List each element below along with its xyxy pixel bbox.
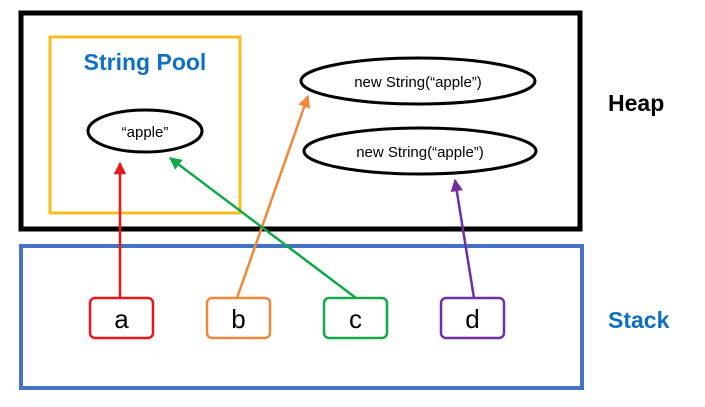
stack-label: Stack bbox=[608, 307, 670, 333]
heap-object-1-node bbox=[299, 56, 537, 106]
stack-var-a-label: a bbox=[114, 304, 129, 334]
stack-var-d-label: d bbox=[465, 304, 479, 334]
pool-literal-label: “apple” bbox=[122, 124, 169, 141]
ref-arrow-c bbox=[169, 157, 357, 299]
pool-literal-node bbox=[86, 108, 204, 154]
stack-var-b-label: b bbox=[231, 304, 245, 334]
heap-object-2-node bbox=[302, 126, 538, 176]
heap-label: Heap bbox=[608, 90, 664, 116]
ref-arrow-b bbox=[235, 94, 311, 299]
string-pool-box bbox=[48, 35, 242, 215]
stack-var-a bbox=[88, 296, 155, 340]
stack-var-c-label: c bbox=[349, 304, 362, 334]
heap-object-2-label: new String(“apple”) bbox=[356, 144, 484, 161]
heap-region bbox=[18, 10, 583, 232]
string-pool-title: String Pool bbox=[84, 49, 207, 75]
heap-object-1-label: new String(“apple”) bbox=[354, 74, 482, 91]
stack-var-c bbox=[322, 296, 389, 340]
stack-var-d bbox=[439, 296, 506, 340]
stack-var-b bbox=[205, 296, 272, 340]
stack-region bbox=[19, 244, 584, 390]
ref-arrow-d bbox=[450, 178, 476, 299]
